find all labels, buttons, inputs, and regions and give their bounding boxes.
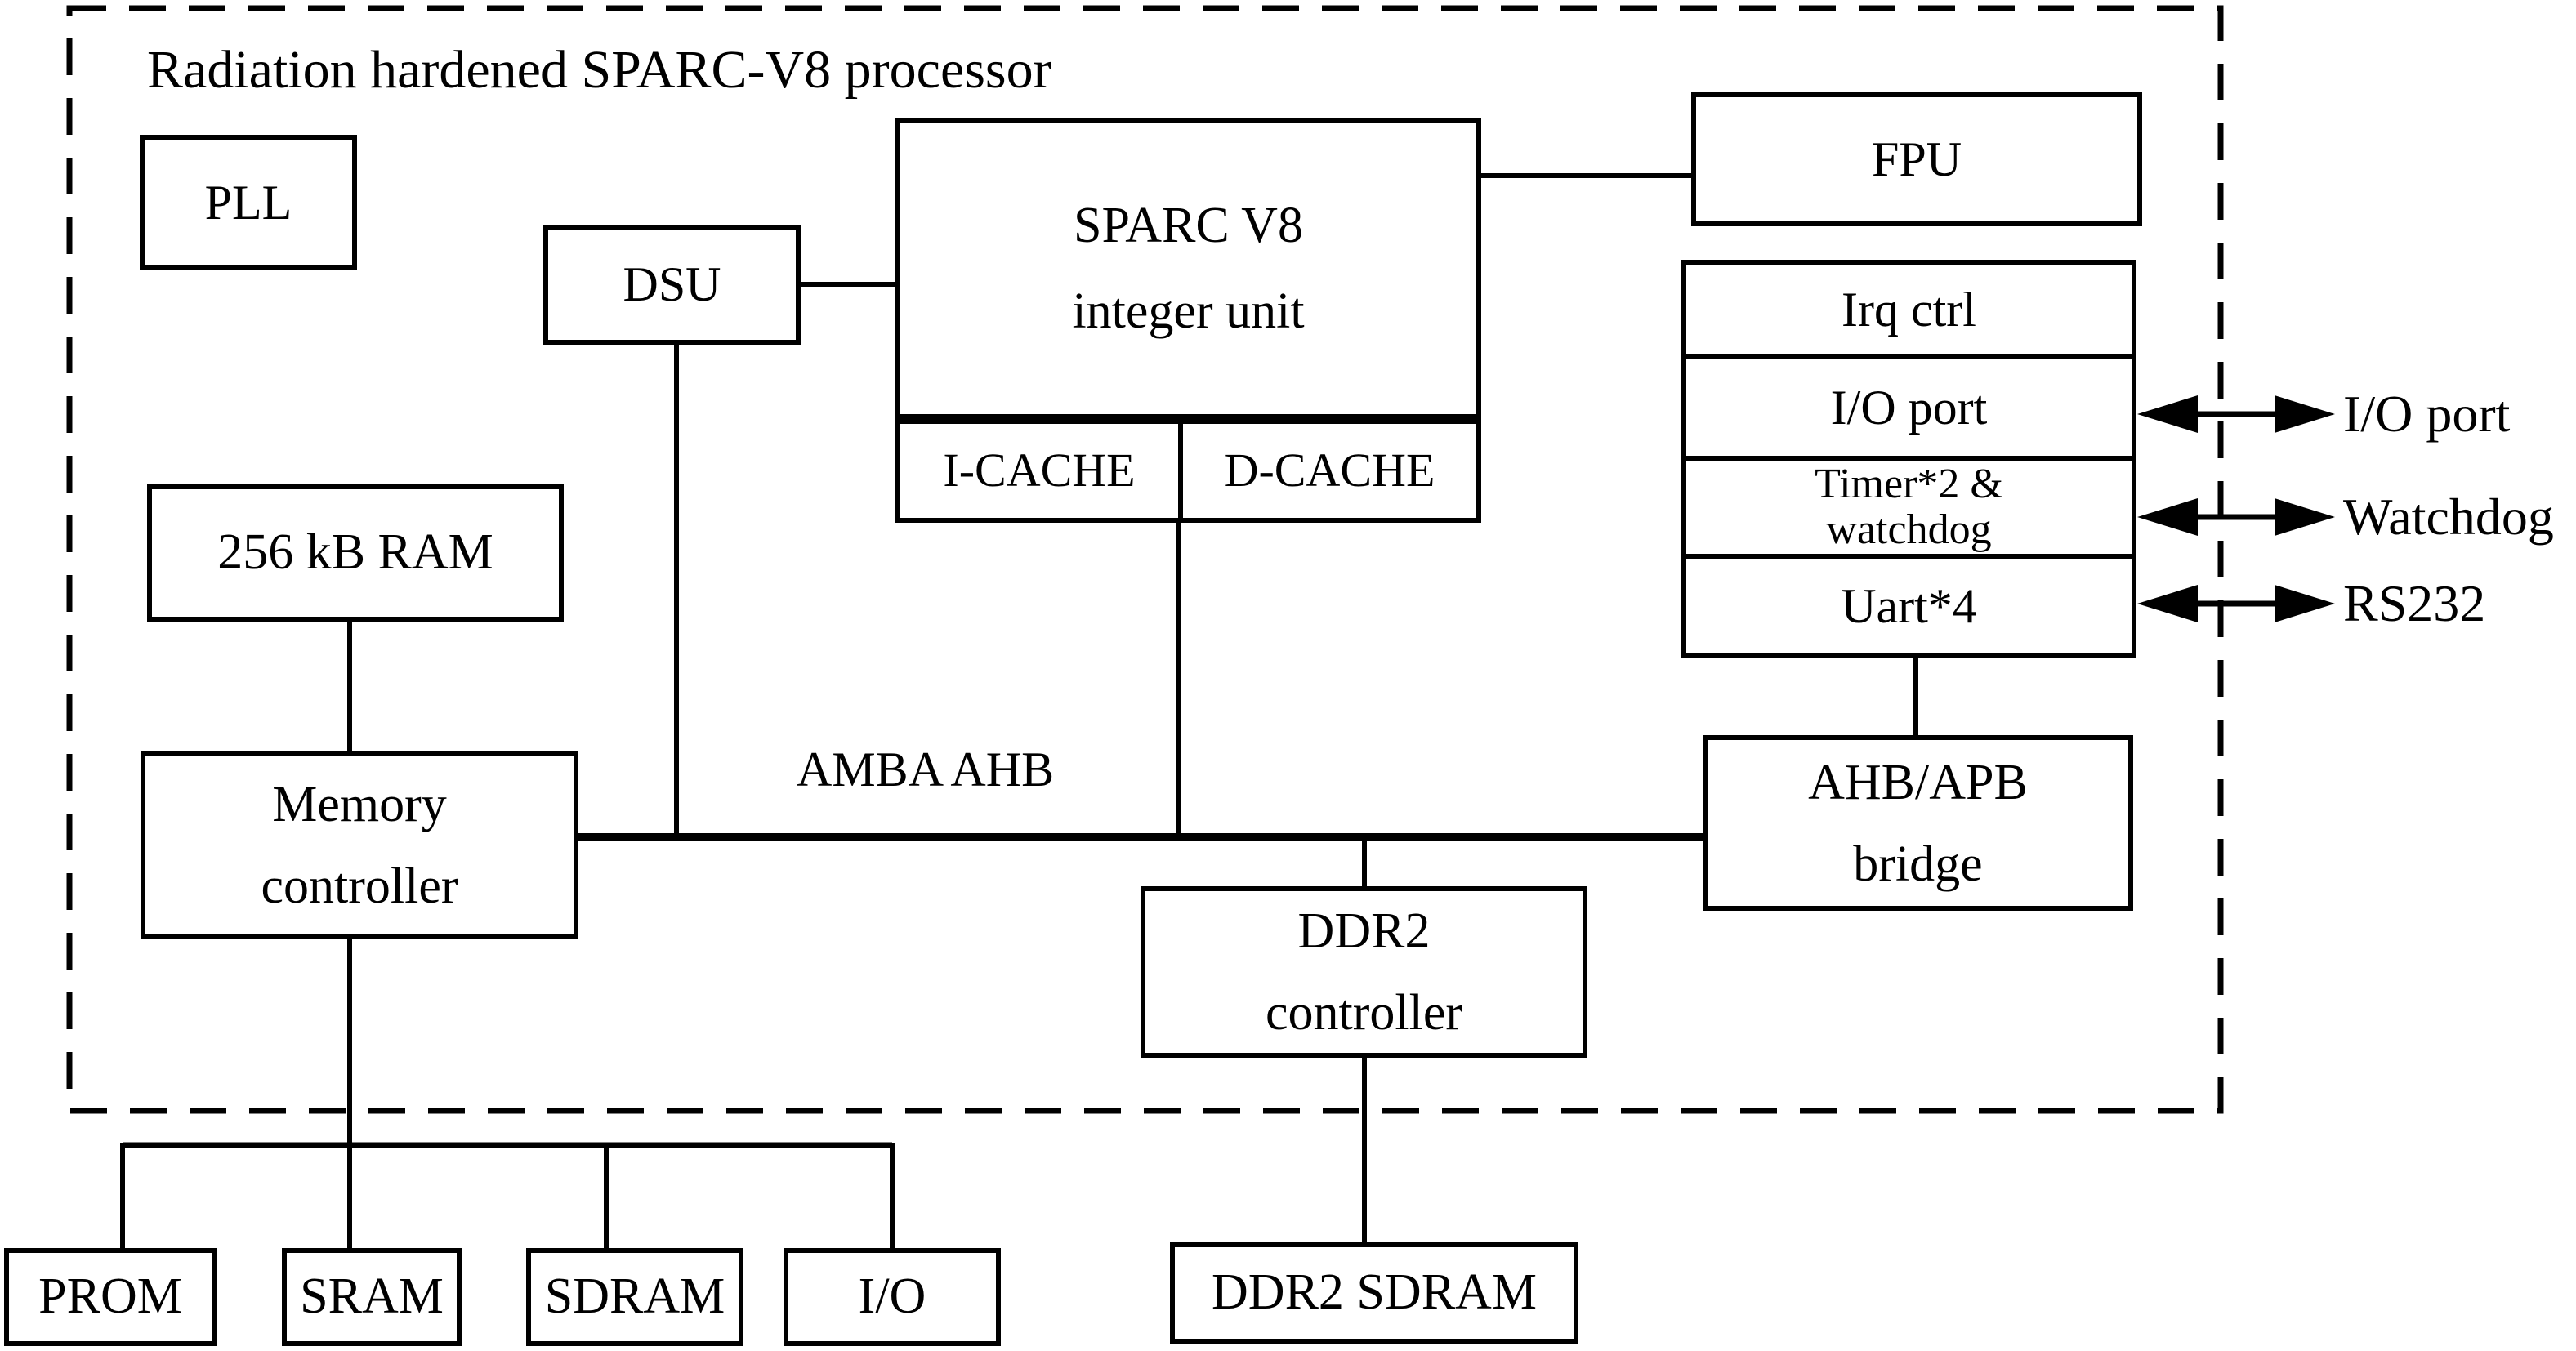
prom-block: PROM [4, 1248, 217, 1346]
sparc-label-line2: integer unit [1072, 283, 1305, 339]
ddr2-controller-block: DDR2 controller [1141, 886, 1587, 1058]
ram-label: 256 kB RAM [217, 524, 493, 581]
bridge-label-line1: AHB/APB [1808, 754, 2028, 810]
rs232-arrow-left-head-icon [2137, 585, 2198, 622]
pll-label: PLL [204, 175, 292, 230]
ahb-apb-bridge-block: AHB/APB bridge [1703, 735, 2133, 911]
sdram-label: SDRAM [544, 1269, 725, 1325]
external-io-label: I/O [858, 1269, 926, 1325]
memctrl-label-line1: Memory [272, 777, 447, 832]
irq-ctrl-block: Irq ctrl [1686, 265, 2132, 359]
sdram-block: SDRAM [526, 1248, 743, 1346]
external-port-label-watchdog: Watchdog [2343, 488, 2554, 546]
ddr2ctrl-label-line2: controller [1265, 985, 1462, 1041]
watchdog-arrow [2137, 498, 2335, 536]
memctrl-label-line2: controller [261, 858, 458, 914]
watchdog-arrow-right-head-icon [2275, 498, 2335, 536]
sram-label: SRAM [300, 1269, 444, 1325]
dcache-label: D-CACHE [1224, 444, 1435, 497]
external-port-label-io: I/O port [2343, 385, 2511, 443]
memory-controller-block: Memory controller [141, 751, 578, 939]
irq-ctrl-label: Irq ctrl [1842, 282, 1976, 337]
ddr2sdram-label: DDR2 SDRAM [1212, 1264, 1537, 1321]
io-port-arrow-left-head-icon [2137, 395, 2198, 433]
icache-block: I-CACHE [895, 419, 1183, 523]
ddr2ctrl-label-line1: DDR2 [1297, 903, 1431, 959]
icache-label: I-CACHE [943, 444, 1136, 497]
timer-watchdog-block: Timer*2 & watchdog [1686, 461, 2132, 559]
dsu-label: DSU [623, 257, 721, 311]
peripheral-stack: Irq ctrl I/O port Timer*2 & watchdog Uar… [1681, 260, 2136, 658]
rs232-arrow-right-head-icon [2275, 585, 2335, 622]
fpu-block: FPU [1691, 92, 2142, 226]
rs232-arrow [2137, 585, 2335, 622]
watchdog-arrow-left-head-icon [2137, 498, 2198, 536]
dcache-block: D-CACHE [1178, 419, 1481, 523]
sram-block: SRAM [282, 1248, 462, 1346]
timer-label-line2: watchdog [1826, 506, 1992, 553]
dsu-block: DSU [543, 225, 801, 345]
ddr2-sdram-block: DDR2 SDRAM [1170, 1242, 1578, 1344]
ram-block: 256 kB RAM [147, 484, 564, 622]
external-port-label-rs232: RS232 [2343, 574, 2486, 632]
fpu-label: FPU [1871, 132, 1962, 186]
timer-label-line1: Timer*2 & [1815, 461, 2003, 507]
chip-boundary-dashed-border [66, 5, 2224, 1114]
pll-block: PLL [140, 135, 357, 270]
diagram-title: Radiation hardened SPARC-V8 processor [147, 40, 1051, 100]
io-port-label: I/O port [1830, 380, 1988, 435]
sparc-label-line1: SPARC V8 [1074, 198, 1303, 253]
uart-block: Uart*4 [1686, 559, 2132, 653]
io-port-arrow [2137, 395, 2335, 433]
bridge-label-line2: bridge [1853, 836, 1983, 892]
io-port-arrow-right-head-icon [2275, 395, 2335, 433]
prom-label: PROM [38, 1269, 182, 1325]
external-io-block: I/O [784, 1248, 1001, 1346]
uart-label: Uart*4 [1841, 578, 1977, 633]
sparc-integer-unit-block: SPARC V8 integer unit [895, 118, 1481, 419]
io-port-block: I/O port [1686, 359, 2132, 461]
amba-ahb-bus-label: AMBA AHB [797, 742, 1055, 796]
